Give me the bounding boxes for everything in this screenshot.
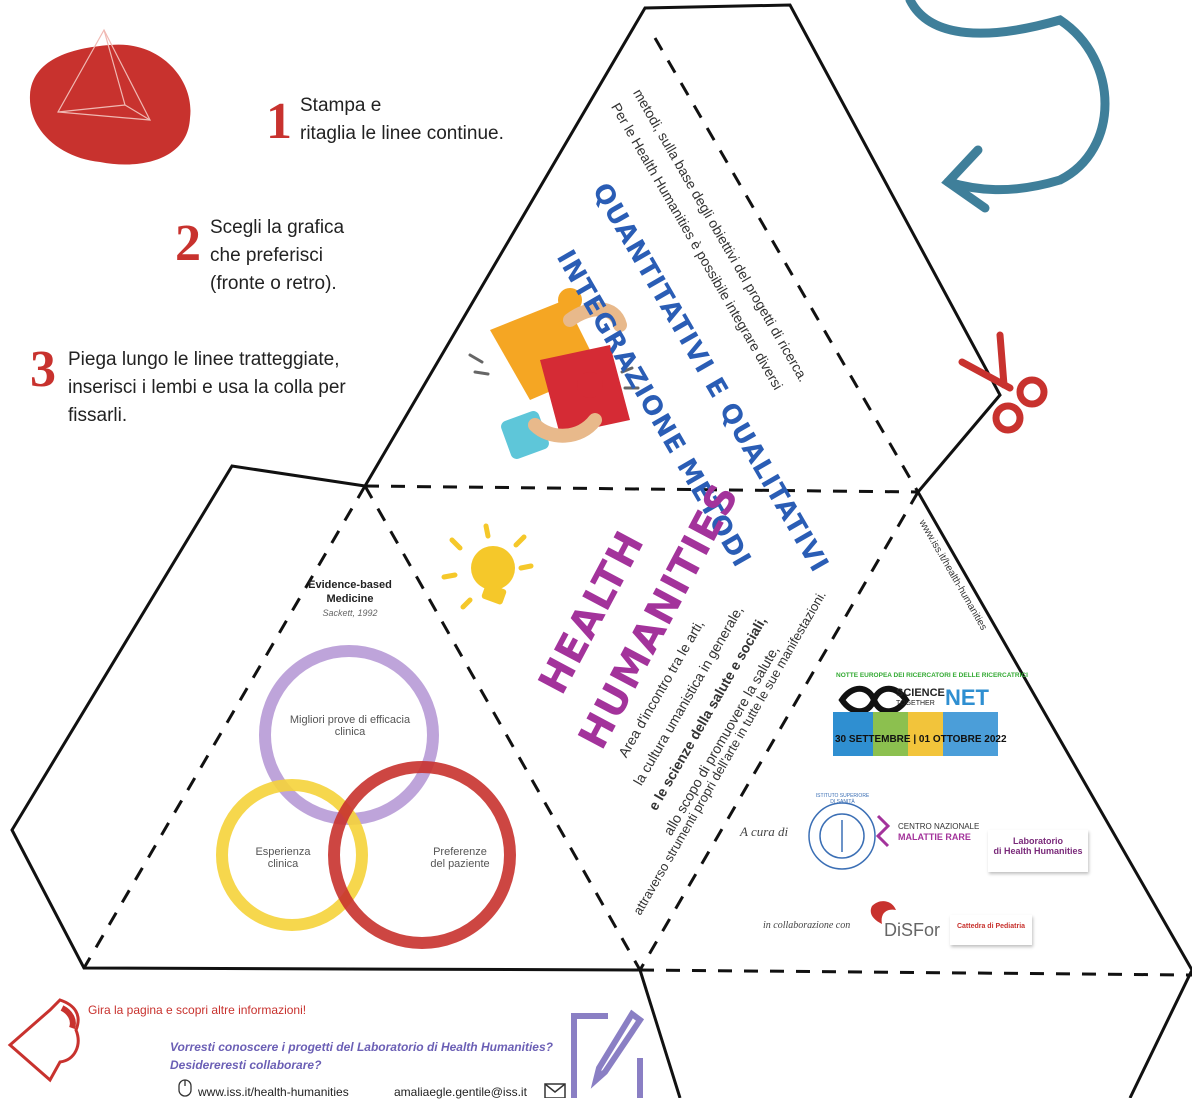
lab-logo: Laboratorio di Health Humanities	[988, 830, 1088, 872]
cnmr-line2: MALATTIE RARE	[898, 832, 971, 842]
step-1-text: Stampa e ritaglia le linee continue.	[300, 95, 504, 144]
cut-line-left	[10, 464, 641, 972]
mail-icon	[544, 1083, 566, 1098]
step-1-number: 1	[266, 93, 292, 150]
science-together-logo	[838, 685, 910, 715]
cut-line-bottom-right	[916, 491, 1192, 1098]
lightbulb-icon	[441, 523, 534, 610]
mouse-icon	[178, 1079, 192, 1097]
event-name-science: SCIENCE	[896, 687, 945, 699]
venn-label-top: Migliori prove di efficacia clinica	[289, 714, 411, 738]
cut-line-bottom	[638, 969, 682, 1098]
fold-line-middle	[364, 484, 919, 494]
a-cura-di: A cura di	[740, 824, 789, 839]
venn-label-left: Esperienza clinica	[255, 846, 311, 870]
footer-question-2: Desidereresti collaborare?	[170, 1058, 322, 1072]
scissors-icon	[958, 331, 1048, 434]
fold-line-top-left	[653, 37, 920, 493]
event-dates: 30 SETTEMBRE | 01 OTTOBRE 2022	[835, 734, 1007, 745]
turn-page-arrow-icon	[7, 998, 80, 1083]
step-3-text: Piega lungo le linee tratteggiate, inser…	[68, 349, 346, 426]
pyramid-blob	[29, 44, 191, 165]
footer-email-link[interactable]: amaliaegle.gentile@iss.it	[394, 1085, 527, 1099]
cnmr-logo-mark	[875, 814, 891, 848]
step-2-number: 2	[175, 215, 201, 272]
event-name-net: NET	[945, 685, 989, 710]
footer-question-1: Vorresti conoscere i progetti del Labora…	[170, 1040, 553, 1054]
turn-page-text: Gira la pagina e scopri altre informazio…	[88, 1003, 307, 1017]
venn-title-line2: Medicine	[326, 593, 374, 605]
step-2-text: Scegli la grafica che preferisci (fronte…	[210, 217, 345, 294]
cnmr-line1: CENTRO NAZIONALE	[898, 822, 980, 831]
edit-note-icon	[571, 1009, 645, 1098]
footer-website-link[interactable]: www.iss.it/health-humanities	[198, 1085, 349, 1099]
pyramid-icon	[57, 28, 152, 121]
venn-circle-right	[328, 761, 516, 949]
disfor-text: DiSFor	[884, 920, 941, 940]
curl-arrow-icon	[905, 0, 1110, 213]
step-3-number: 3	[30, 341, 56, 398]
fold-line-bottom	[639, 968, 1192, 977]
event-header: NOTTE EUROPEA DEI RICERCATORI E DELLE RI…	[836, 672, 1028, 679]
pediatria-logo: Cattedra di Pediatria	[950, 915, 1032, 945]
event-name-together: TOGETHER	[896, 700, 935, 707]
venn-source: Sackett, 1992	[322, 608, 378, 618]
iss-seal-text: ISTITUTO SUPERIORE DI SANITÀ	[815, 793, 870, 805]
disfor-logo-mark	[870, 901, 896, 924]
venn-title: Evidence-based Medicine Sackett, 1992	[290, 578, 410, 620]
iss-seal-logo	[808, 802, 876, 870]
venn-circles	[216, 645, 516, 949]
cut-line-top	[363, 3, 1002, 493]
venn-label-right: Preferenze del paziente	[430, 846, 490, 870]
collab-text: in collaborazione con	[763, 920, 851, 931]
puzzle-hands-illustration	[468, 288, 640, 459]
venn-circle-left	[216, 779, 368, 931]
venn-title-line1: Evidence-based	[308, 579, 392, 591]
event-banner	[833, 712, 998, 756]
